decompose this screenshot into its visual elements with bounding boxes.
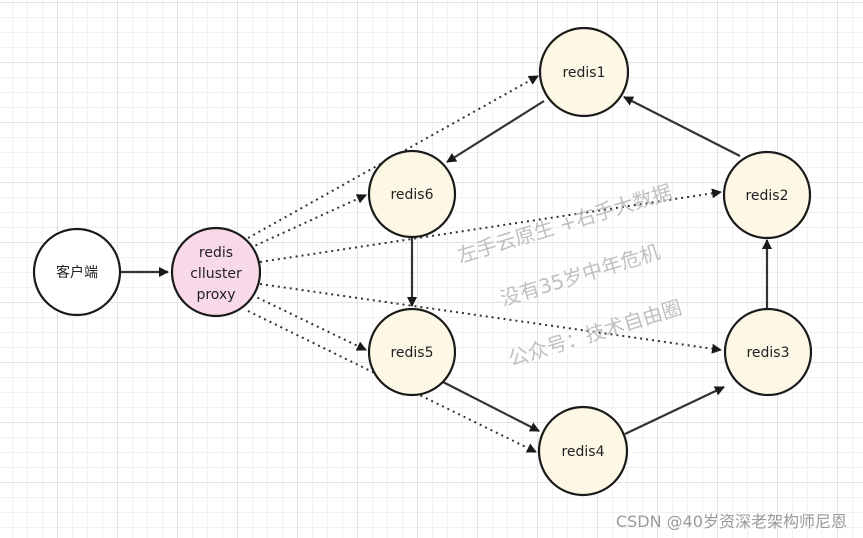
edge-redis4-to-redis3 [624,386,725,435]
node-proxy: redis clluster proxy [170,226,262,318]
node-redis4: redis4 [537,405,629,497]
node-redis5: redis5 [367,307,457,397]
node-redis2-label: redis2 [745,188,788,204]
node-proxy-label-line3: proxy [196,287,235,303]
edge-redis5-to-redis4 [442,381,540,432]
node-proxy-label-line1: redis [199,245,233,261]
node-redis4-label: redis4 [561,444,604,460]
edge-proxy-to-redis5 [251,294,367,351]
footer-credit: CSDN @40岁资深老架构师尼恩 [615,512,847,531]
node-redis1-label: redis1 [562,65,605,81]
edge-redis2-to-redis1 [623,96,741,157]
watermark: 左手云原生 +右手大数据 没有35岁中年危机 公众号：技术自由圈 [454,180,684,371]
edge-proxy-to-redis1 [247,75,539,239]
node-redis3-label: redis3 [746,345,789,361]
node-client: 客户端 [32,227,122,317]
node-redis6-label: redis6 [390,187,433,203]
watermark-line3: 公众号：技术自由圈 [505,295,684,371]
watermark-line2: 没有35岁中年危机 [497,239,662,310]
node-redis1: redis1 [538,26,630,118]
edge-proxy-to-redis6 [249,194,367,249]
node-redis5-label: redis5 [390,345,433,361]
edge-redis1-to-redis6 [446,100,545,163]
node-redis6: redis6 [367,149,457,239]
node-proxy-label-line2: clluster [190,266,242,282]
node-redis3: redis3 [723,307,813,397]
node-redis2: redis2 [722,150,812,240]
node-client-label: 客户端 [56,264,98,281]
